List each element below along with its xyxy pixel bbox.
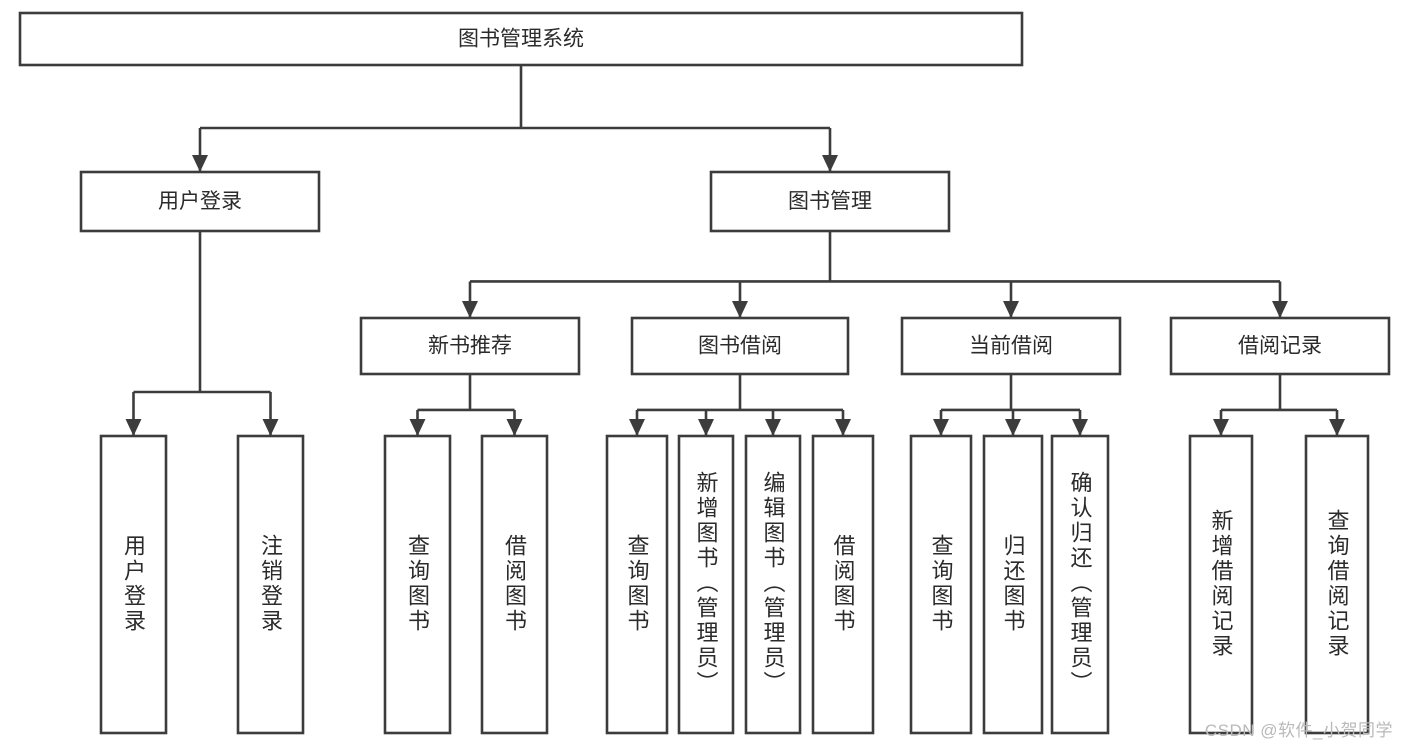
node-box [677, 434, 735, 735]
node-leaf-user-logout[interactable] [236, 434, 305, 735]
node-user-login[interactable] [79, 170, 321, 233]
node-leaf-cur-return[interactable] [982, 434, 1044, 735]
node-label: 图书管理系统 [458, 28, 584, 51]
node-leaf-cur-confirm[interactable] [1050, 434, 1110, 735]
node-borrow-record[interactable] [1169, 316, 1391, 376]
node-box [811, 434, 875, 735]
node-leaf-rec-borrow[interactable] [480, 434, 549, 735]
edge-layer [125, 65, 1345, 436]
node-leaf-user-login[interactable] [99, 434, 168, 735]
node-box [909, 434, 973, 735]
node-book-borrow[interactable] [630, 316, 850, 376]
node-box [359, 316, 581, 376]
node-box [630, 316, 850, 376]
node-leaf-borrow-do[interactable] [811, 434, 875, 735]
node-box [79, 170, 321, 233]
node-box [1050, 434, 1110, 735]
node-leaf-borrow-edit[interactable] [744, 434, 802, 735]
node-root[interactable] [18, 11, 1024, 67]
node-layer [18, 11, 1391, 735]
node-box [900, 316, 1122, 376]
node-label: 当前借阅 [969, 335, 1053, 358]
node-box [480, 434, 549, 735]
watermark-text: CSDN @软件_小贺同学 [1204, 721, 1393, 740]
node-box [1188, 434, 1254, 735]
node-leaf-borrow-query[interactable] [605, 434, 669, 735]
node-leaf-rec-query[interactable] [383, 434, 452, 735]
node-leaf-rec-add[interactable] [1188, 434, 1254, 735]
node-label: 新书推荐 [428, 335, 512, 358]
node-label: 图书借阅 [698, 335, 782, 358]
node-box [1304, 434, 1370, 735]
node-box [236, 434, 305, 735]
node-leaf-cur-query[interactable] [909, 434, 973, 735]
node-book-manage[interactable] [709, 170, 951, 233]
node-box [1169, 316, 1391, 376]
node-box [744, 434, 802, 735]
node-new-book-rec[interactable] [359, 316, 581, 376]
node-leaf-borrow-add[interactable] [677, 434, 735, 735]
node-box [709, 170, 951, 233]
node-label: 用户登录 [158, 190, 242, 213]
node-label: 图书管理 [788, 190, 872, 213]
node-label: 借阅记录 [1238, 335, 1322, 358]
node-leaf-rec-search[interactable] [1304, 434, 1370, 735]
node-box [18, 11, 1024, 67]
node-box [605, 434, 669, 735]
node-box [982, 434, 1044, 735]
node-box [99, 434, 168, 735]
node-current-borrow[interactable] [900, 316, 1122, 376]
node-box [383, 434, 452, 735]
